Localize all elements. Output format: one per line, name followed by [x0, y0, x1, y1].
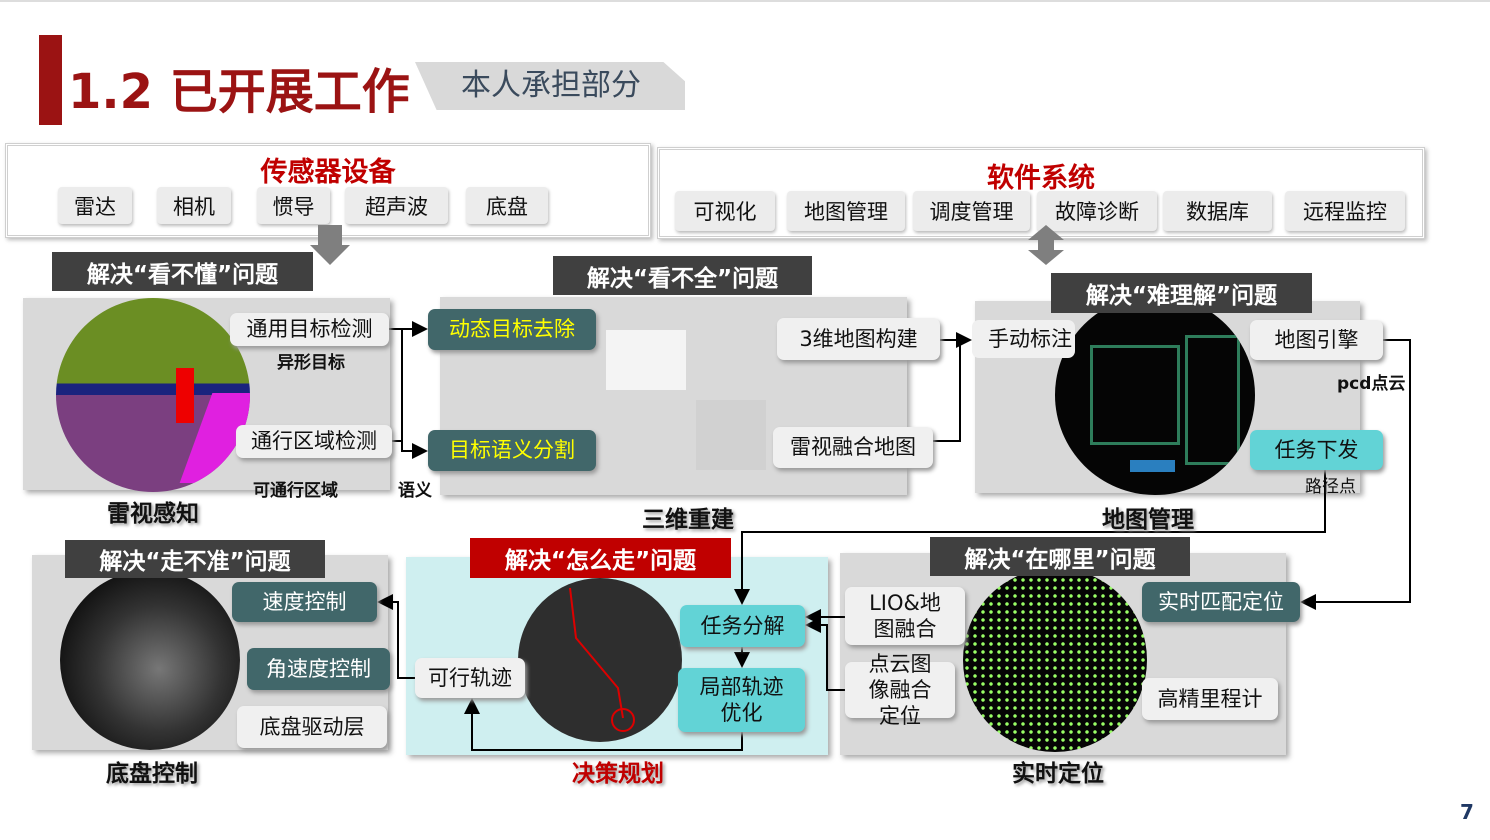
- angular-speed-control: 角速度控制: [247, 648, 390, 690]
- banner-plan: 解决“怎么走”问题: [470, 538, 731, 578]
- drivable-area-detection: 通行区域检测: [236, 425, 392, 458]
- high-precision-odometry: 高精里程计: [1142, 678, 1278, 720]
- software-map-management: 地图管理: [787, 191, 905, 231]
- sensor-chassis: 底盘: [466, 187, 548, 224]
- reconstruction-caption: 三维重建: [642, 507, 734, 533]
- page-subtitle: 本人承担部分: [415, 62, 685, 110]
- planning-caption: 决策规划: [572, 761, 664, 787]
- software-remote-monitoring: 远程监控: [1285, 191, 1405, 231]
- irregular-object-label: 异形目标: [277, 353, 345, 373]
- banner-locate: 解决“在哪里”问题: [930, 537, 1190, 576]
- sensor-camera: 相机: [157, 187, 231, 224]
- task-dispatch: 任务下发: [1250, 430, 1383, 470]
- area-mark: [1130, 460, 1175, 472]
- building-mark: [606, 330, 686, 390]
- chassis-driver-layer: 底盘驱动层: [237, 706, 387, 748]
- pointcloud-image-fusion-localization: 点云图像融合定位: [845, 652, 955, 728]
- software-group-title: 软件系统: [987, 163, 1095, 194]
- waypoint-label: 路径点: [1305, 477, 1356, 497]
- localization-image: [963, 568, 1147, 752]
- banner-perceive: 解决“看不懂”问题: [52, 252, 313, 291]
- speed-control: 速度控制: [232, 582, 377, 622]
- realtime-matching-localization: 实时匹配定位: [1142, 582, 1300, 622]
- sensor-ultrasonic: 超声波: [345, 187, 448, 224]
- pedestrian-mark: [176, 368, 194, 423]
- localization-caption: 实时定位: [1012, 761, 1104, 787]
- software-scheduling: 调度管理: [913, 191, 1030, 231]
- semantic-segmentation: 目标语义分割: [428, 430, 596, 471]
- map-image: [1055, 295, 1255, 495]
- sensor-radar: 雷达: [58, 187, 132, 224]
- dynamic-object-removal: 动态目标去除: [428, 309, 596, 350]
- banner-reconstruct: 解决“看不全”问题: [553, 256, 812, 295]
- page-title: 1.2 已开展工作: [68, 64, 410, 120]
- software-fault-diagnosis: 故障诊断: [1037, 191, 1157, 231]
- software-database: 数据库: [1163, 191, 1272, 231]
- semantic-label: 语义: [398, 481, 432, 501]
- top-rule: [0, 0, 1490, 2]
- title-accent-bar: [39, 35, 62, 125]
- pointcloud-image: [576, 290, 796, 510]
- banner-chassis: 解决“走不准”问题: [65, 540, 325, 578]
- perception-caption: 雷视感知: [107, 501, 199, 527]
- planned-path: [569, 587, 635, 732]
- mapping-caption: 地图管理: [1102, 507, 1194, 533]
- pcd-pointcloud-label: pcd点云: [1337, 374, 1406, 394]
- drivable-area-label: 可通行区域: [253, 481, 338, 501]
- route-outline: [1090, 345, 1180, 445]
- manual-annotation: 手动标注: [972, 320, 1075, 358]
- chassis-robot-image: [60, 570, 240, 750]
- route-outline: [1185, 335, 1240, 465]
- feasible-trajectory: 可行轨迹: [415, 658, 525, 698]
- 3d-map-building: 3维地图构建: [777, 318, 940, 360]
- map-engine: 地图引擎: [1250, 320, 1383, 360]
- task-decomposition: 任务分解: [680, 605, 805, 647]
- banner-map: 解决“难理解”问题: [1051, 273, 1312, 313]
- lio-map-fusion: LIO&地图融合: [845, 587, 965, 645]
- planning-image: [518, 578, 682, 742]
- software-visualization: 可视化: [675, 191, 775, 231]
- building-mark: [696, 400, 766, 470]
- general-object-detection: 通用目标检测: [230, 313, 389, 346]
- radar-vision-fusion-map: 雷视融合地图: [773, 427, 933, 468]
- sensor-imu: 惯导: [257, 187, 330, 224]
- chassis-caption: 底盘控制: [106, 761, 198, 787]
- local-trajectory-optimization: 局部轨迹优化: [678, 668, 805, 732]
- segmentation-image: [56, 298, 250, 492]
- page-number: 7: [1460, 800, 1474, 824]
- sensor-group-title: 传感器设备: [260, 157, 396, 188]
